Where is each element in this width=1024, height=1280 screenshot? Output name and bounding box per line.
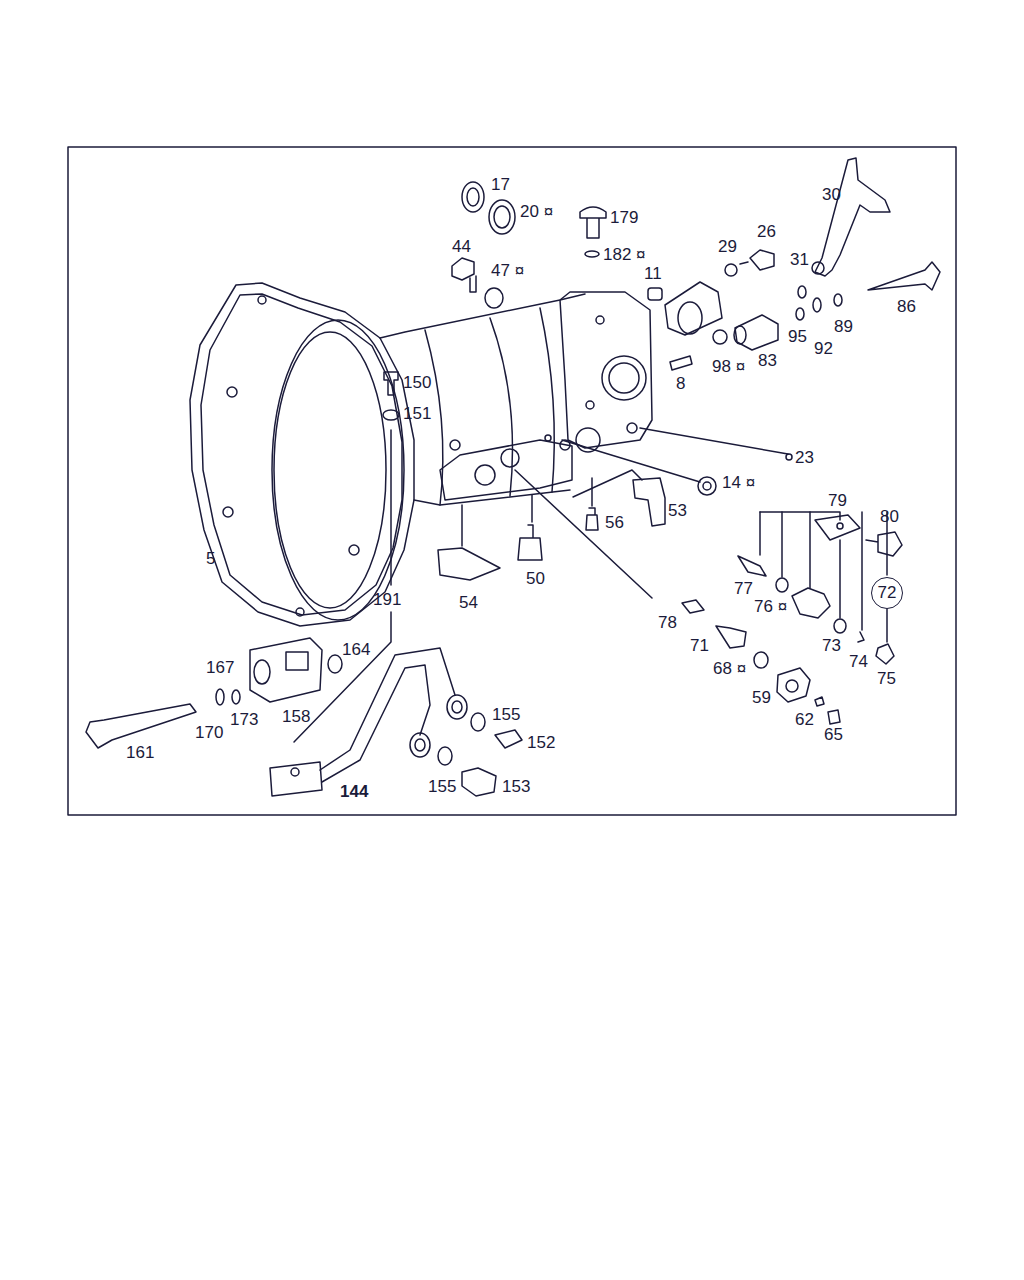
callout-number: 59 <box>752 689 771 707</box>
case-top <box>380 294 585 338</box>
callout-number: 79 <box>828 492 847 510</box>
callout-number: 158 <box>282 708 310 726</box>
callout-number: 179 <box>610 209 638 227</box>
callout-number: 47 ¤ <box>491 262 524 280</box>
callout-number: 155 <box>428 778 456 796</box>
callout-number: 54 <box>459 594 478 612</box>
callout-number: 76 ¤ <box>754 598 787 616</box>
lever <box>815 158 890 276</box>
frame <box>68 147 956 815</box>
callout-number: 29 <box>718 238 737 256</box>
callout-number: 17 <box>491 176 510 194</box>
bell-housing <box>190 283 414 626</box>
callout-number: 95 <box>788 328 807 346</box>
callout-number: 75 <box>877 670 896 688</box>
callout-number: 23 <box>795 449 814 467</box>
callout-number: 152 <box>527 734 555 752</box>
callout-number: 170 <box>195 724 223 742</box>
bolt <box>86 704 196 748</box>
callout-number: 173 <box>230 711 258 729</box>
callout-number: 20 ¤ <box>520 203 553 221</box>
callout-number: 153 <box>502 778 530 796</box>
callout-number: 167 <box>206 659 234 677</box>
callout-number: 74 <box>849 653 868 671</box>
callout-number: 5 <box>206 550 215 568</box>
callout-number: 182 ¤ <box>603 246 646 264</box>
callout-number: 62 <box>795 711 814 729</box>
callout-number: 151 <box>403 405 431 423</box>
callout-number: 155 <box>492 706 520 724</box>
bell-opening-inner <box>274 332 386 608</box>
callout-number: 14 ¤ <box>722 474 755 492</box>
callout-number: 77 <box>734 580 753 598</box>
callout-number: 89 <box>834 318 853 336</box>
callout-number: 68 ¤ <box>713 660 746 678</box>
bell-opening <box>272 320 404 620</box>
solenoid-block <box>250 638 322 702</box>
callout-number: 56 <box>605 514 624 532</box>
leader-lines <box>294 428 887 742</box>
callout-number: 80 <box>880 508 899 526</box>
callout-number: 53 <box>668 502 687 520</box>
callout-number: 71 <box>690 637 709 655</box>
callout-number: 31 <box>790 251 809 269</box>
callout-number: 11 <box>644 265 662 283</box>
valve-body <box>440 440 572 500</box>
callout-number: 50 <box>526 570 545 588</box>
callout-number: 83 <box>758 352 777 370</box>
callout-number: 30 <box>822 186 841 204</box>
pipe <box>320 648 455 770</box>
callout-number: 26 <box>757 223 776 241</box>
callout-number: 78 <box>658 614 677 632</box>
callout-number: 144 <box>340 783 368 801</box>
rear-housing <box>560 292 652 448</box>
callout-circle: 72 <box>871 577 903 609</box>
callout-number: 98 ¤ <box>712 358 745 376</box>
callout-number: 65 <box>824 726 843 744</box>
callout-number: 8 <box>676 375 685 393</box>
callout-number: 191 <box>373 591 401 609</box>
callout-number: 73 <box>822 637 841 655</box>
callout-number: 92 <box>814 340 833 358</box>
callout-number: 44 <box>452 238 471 256</box>
callout-number: 150 <box>403 374 431 392</box>
callout-number: 164 <box>342 641 370 659</box>
case-bottom <box>414 490 570 505</box>
callout-number: 86 <box>897 298 916 316</box>
callout-number: 72 <box>878 583 897 603</box>
callout-number: 161 <box>126 744 154 762</box>
